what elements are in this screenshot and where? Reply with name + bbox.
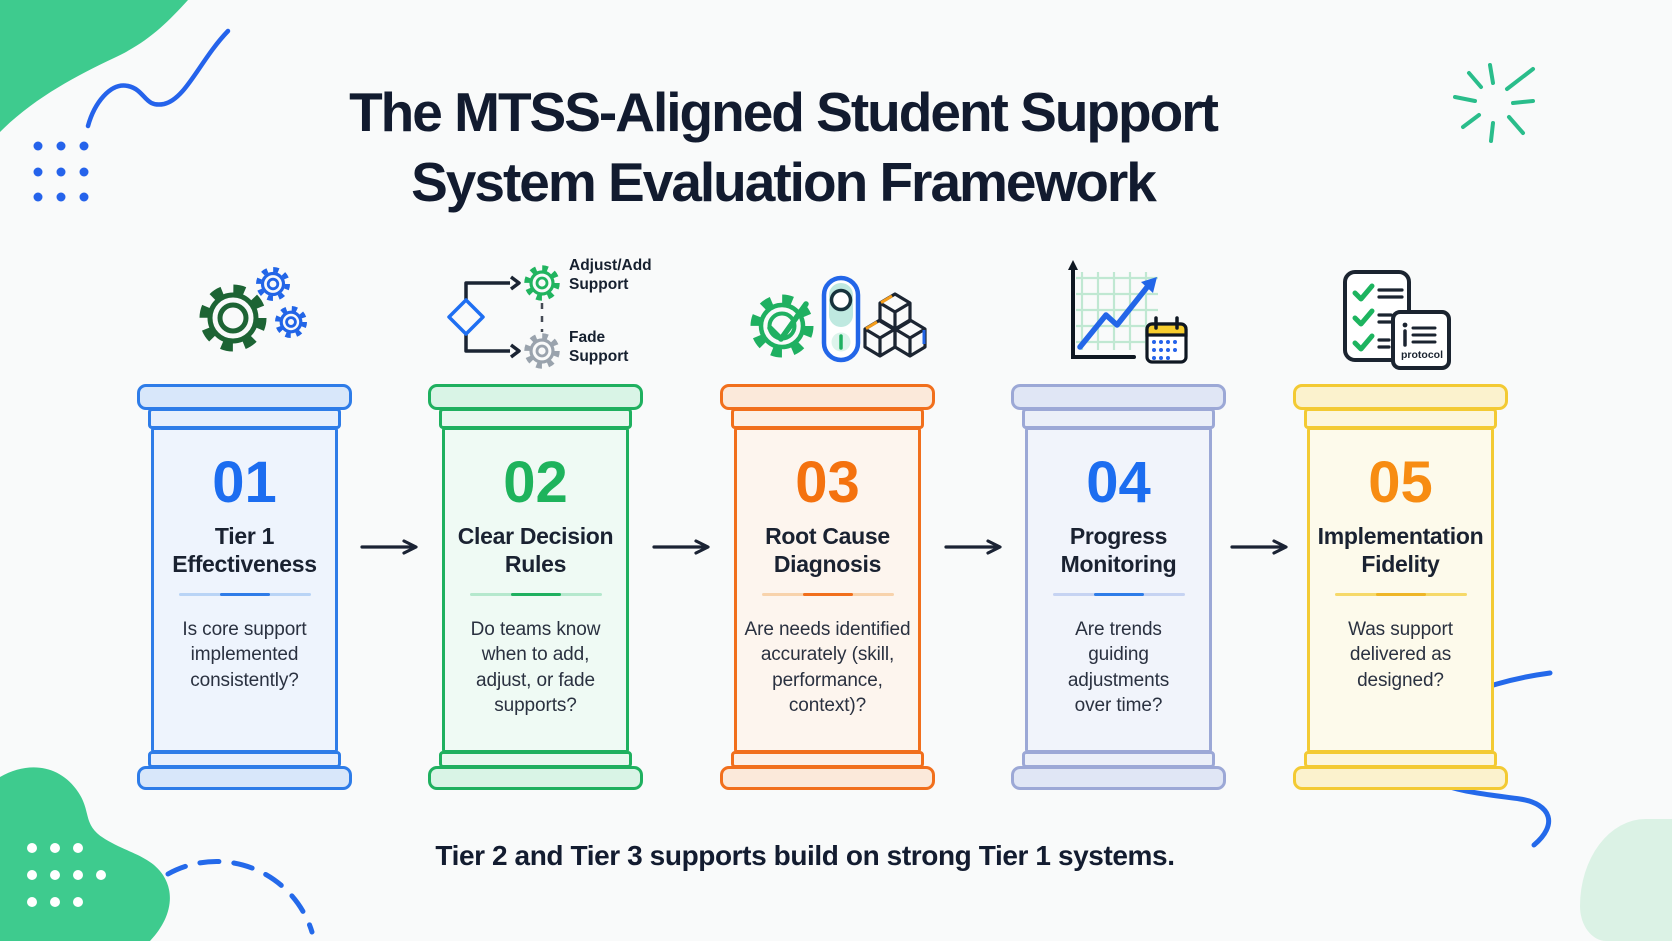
- trend-chart-calendar-icon: [1068, 260, 1188, 364]
- pillar-05-implementation-fidelity: 05 Implementation Fidelity Was support d…: [1293, 384, 1508, 790]
- divider: [469, 593, 602, 597]
- pillar-capital: [720, 384, 935, 410]
- pillar-capital-lower: [731, 408, 924, 429]
- pillar-01-tier-1-effectiveness: 01 Tier 1 Effectiveness Is core support …: [137, 384, 352, 790]
- pillar-capital-lower: [1022, 408, 1215, 429]
- page-title: The MTSS-Aligned Student Support System …: [349, 80, 1219, 214]
- check-gear-toggle-cubes-icon: [750, 275, 927, 363]
- pillar-body: 01 Tier 1 Effectiveness Is core support …: [151, 427, 338, 753]
- fade-support-label: Fade Support: [569, 329, 629, 366]
- pillar-body: 02 Clear Decision Rules Do teams know wh…: [442, 427, 629, 753]
- corner-blob-bottom-right: [1580, 819, 1672, 941]
- pillar-body: 05 Implementation Fidelity Was support d…: [1307, 427, 1494, 753]
- pillar-title: Tier 1 Effectiveness: [172, 523, 317, 578]
- pillar-04-progress-monitoring: 04 Progress Monitoring Are trends guidin…: [1011, 384, 1226, 790]
- decision-branch-icon: Adjust/Add Support Fade Support: [415, 246, 675, 376]
- flow-arrow-icon: [944, 539, 1002, 555]
- pillar-body: 04 Progress Monitoring Are trends guidin…: [1025, 427, 1212, 753]
- pillar-number: 04: [1086, 450, 1151, 515]
- gears-icon: [199, 267, 307, 352]
- pillar-base: [1293, 766, 1508, 790]
- flow-arrow-icon: [652, 539, 710, 555]
- divider: [1052, 593, 1185, 597]
- pillar-03-root-cause-diagnosis: 03 Root Cause Diagnosis Are needs identi…: [720, 384, 935, 790]
- pillar-title: Root Cause Diagnosis: [765, 523, 890, 578]
- pillar-capital: [137, 384, 352, 410]
- flow-arrow-icon: [360, 539, 418, 555]
- divider: [761, 593, 894, 597]
- pillar-capital: [1011, 384, 1226, 410]
- pillar-number: 02: [503, 450, 568, 515]
- corner-blob-bottom-left: [0, 767, 170, 941]
- pillar-base: [137, 766, 352, 790]
- flow-arrow-icon: [1230, 539, 1288, 555]
- squiggle-top-left-icon: [85, 28, 231, 129]
- corner-blob-top-left: [0, 0, 188, 132]
- pillar-body: 03 Root Cause Diagnosis Are needs identi…: [734, 427, 921, 753]
- pillar-title: Clear Decision Rules: [457, 523, 614, 578]
- pillar-title: Implementation Fidelity: [1317, 523, 1484, 578]
- starburst-icon: [1453, 63, 1535, 143]
- pillar-base: [428, 766, 643, 790]
- pillar-number: 01: [212, 450, 277, 515]
- pillar-capital-lower: [1304, 408, 1497, 429]
- pillar-capital-lower: [439, 408, 632, 429]
- pillar-title: Progress Monitoring: [1060, 523, 1177, 578]
- pillar-02-clear-decision-rules: 02 Clear Decision Rules Do teams know wh…: [428, 384, 643, 790]
- pillar-question: Do teams know when to add, adjust, or fa…: [470, 619, 601, 716]
- pillar-question: Was support delivered as designed?: [1348, 619, 1453, 691]
- pillar-capital: [1293, 384, 1508, 410]
- pillar-capital-lower: [148, 408, 341, 429]
- dot-grid-top-left-icon: [33, 141, 89, 202]
- pillar-question: Are trends guiding adjustments over time…: [1067, 619, 1170, 716]
- divider: [1334, 593, 1467, 597]
- pillar-question: Is core support implemented consistently…: [182, 619, 307, 691]
- pillar-number: 05: [1368, 450, 1433, 515]
- pillar-question: Are needs identified accurately (skill, …: [744, 619, 911, 716]
- pillar-base: [1011, 766, 1226, 790]
- dashed-arc-icon: [165, 859, 315, 935]
- checklist-protocol-icon: protocol: [1335, 265, 1460, 373]
- protocol-label: protocol: [1401, 349, 1443, 361]
- adjust-add-support-label: Adjust/Add Support: [569, 257, 652, 294]
- footer-caption: Tier 2 and Tier 3 supports build on stro…: [435, 840, 1175, 871]
- divider: [178, 593, 311, 597]
- pillar-capital: [428, 384, 643, 410]
- pillar-base: [720, 766, 935, 790]
- pillar-number: 03: [795, 450, 860, 515]
